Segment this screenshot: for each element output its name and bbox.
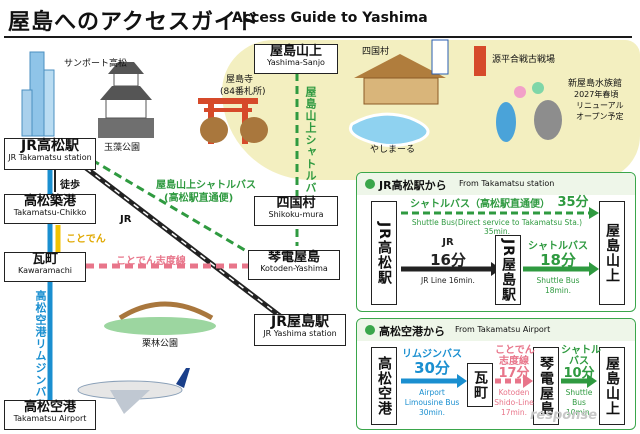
jr-label: JR bbox=[120, 214, 132, 225]
station-jr-yashima: JR屋島駅 JR Yashima station bbox=[254, 314, 346, 346]
panel2-start-station: 高松空港 bbox=[371, 347, 397, 425]
panel2-seg3-label-1: シャトル bbox=[561, 345, 601, 356]
panel-header: JR高松駅から From Takamatsu station bbox=[357, 173, 635, 195]
panel2-seg2-en-3: 17min. bbox=[500, 408, 528, 417]
aquarium-note-3: オープン予定 bbox=[576, 112, 624, 121]
aquarium-note-2: リニューアル bbox=[576, 101, 624, 110]
page-subtitle: Access Guide to Yashima bbox=[232, 10, 428, 26]
panel1-seg1-en: JR Line 16min. bbox=[421, 276, 475, 285]
panel1-mid-station: JR屋島駅 bbox=[495, 235, 521, 305]
ritsurin-label: 栗林公園 bbox=[142, 339, 179, 349]
panel1-seg2-label: シャトルバス bbox=[528, 241, 588, 252]
panel2-seg3-en-2: Bus bbox=[572, 398, 586, 407]
station-jr-takamatsu: JR高松駅 JR Takamatsu station bbox=[4, 138, 96, 170]
panel2-seg2-time: 17分 bbox=[498, 366, 530, 381]
panel1-direct-en: Shuttle Bus(Direct service to Takamatsu … bbox=[411, 218, 583, 236]
aquarium-note-1: 2027年春頃 bbox=[574, 90, 619, 99]
airplane-illustration bbox=[77, 368, 190, 414]
route-panel-from-takamatsu-station: JR高松駅から From Takamatsu station JR高松駅 JR屋… bbox=[356, 172, 636, 312]
station-kawaramachi: 瓦町 Kawaramachi bbox=[4, 252, 86, 282]
panel2-seg2-label-1: ことでん bbox=[495, 345, 535, 356]
station-takamatsu-chikko: 高松築港 Takamatsu-Chikko bbox=[4, 194, 96, 224]
station-kotoden-yashima: 琴電屋島 Kotoden-Yashima bbox=[248, 250, 340, 280]
panel2-end-station: 屋島山上 bbox=[599, 347, 625, 425]
yashimaji-label: 屋島寺 bbox=[226, 75, 254, 85]
title-divider bbox=[4, 36, 632, 38]
ritsurin-bridge-illustration bbox=[104, 301, 216, 335]
panel-header: 高松空港から From Takamatsu Airport bbox=[357, 319, 635, 341]
panel1-seg2-en-1: Shuttle Bus bbox=[536, 276, 580, 285]
panel2-seg1-label: リムジンバス bbox=[402, 349, 462, 360]
genpei-flag-illustration bbox=[431, 39, 486, 76]
page-title: 屋島へのアクセスガイド bbox=[8, 10, 260, 35]
panel2-seg1-en-3: 30min. bbox=[418, 408, 446, 417]
panel2-seg2-label-2: 志度線 bbox=[499, 356, 529, 367]
panel2-mid1-station: 瓦町 bbox=[467, 363, 493, 407]
aquarium-label: 新屋島水族館 bbox=[568, 79, 623, 89]
genpei-label: 源平合戦古戦場 bbox=[492, 55, 556, 65]
panel2-seg3-en-1: Shuttle bbox=[565, 388, 593, 397]
panel1-direct-time: 35分 bbox=[557, 195, 589, 210]
yashimaru-walkway bbox=[349, 112, 430, 147]
panel2-seg2-en-2: Shido-Line bbox=[494, 398, 534, 407]
panel2-seg3-label-2: バス bbox=[569, 356, 589, 367]
panel1-start-station: JR高松駅 bbox=[371, 201, 397, 305]
tanuki-illustration bbox=[200, 117, 268, 143]
panel2-mid2-station: 琴電屋島 bbox=[533, 347, 559, 425]
panel1-seg1-time: 16分 bbox=[430, 251, 466, 269]
panel1-seg2-en-2: 18min. bbox=[544, 286, 572, 295]
station-takamatsu-airport: 高松空港 Takamatsu Airport bbox=[4, 400, 96, 430]
shuttle-direct-line bbox=[91, 158, 249, 254]
shikokumura-landmark-label: 四国村 bbox=[362, 47, 390, 57]
limousine-vertical-label: 高松空港リムジンバス bbox=[34, 290, 47, 410]
tamamo-label: 玉藻公園 bbox=[104, 143, 141, 153]
station-yashima-sanjo: 屋島山上 Yashima-Sanjo bbox=[254, 44, 338, 74]
yashimaji-note: (84番札所) bbox=[220, 87, 266, 97]
bullet-icon bbox=[365, 179, 375, 189]
bullet-icon bbox=[365, 325, 375, 335]
shido-line-label: ことでん志度線 bbox=[116, 256, 186, 267]
watermark: response bbox=[530, 408, 598, 423]
sunport-label: サンポート高松 bbox=[64, 59, 128, 69]
station-shikoku-mura: 四国村 Shikoku-mura bbox=[254, 196, 338, 226]
shuttle-label: 屋島山上シャトルバス bbox=[156, 180, 256, 191]
panel1-seg1-label: JR bbox=[442, 237, 454, 248]
walk-label: 徒歩 bbox=[60, 180, 80, 191]
panel1-seg2-time: 18分 bbox=[540, 251, 576, 269]
panel2-seg3-time: 10分 bbox=[563, 366, 595, 381]
yashimaru-label: やしまーる bbox=[370, 145, 416, 155]
panel1-arrows bbox=[401, 207, 599, 276]
panel2-seg3-en-3: 10min. bbox=[565, 408, 593, 417]
panel2-arrows bbox=[401, 374, 597, 388]
shikokumura-house-illustration bbox=[354, 54, 446, 105]
panel2-seg1-en-2: Limousine Bus bbox=[404, 398, 460, 407]
shuttle-vertical-label: 屋島山上シャトルバス bbox=[304, 86, 317, 206]
panel2-seg1-time: 30分 bbox=[414, 359, 450, 377]
panel2-seg1-en-1: Airport bbox=[419, 388, 445, 397]
panel1-direct-label: シャトルバス（高松駅直通便） bbox=[410, 199, 550, 210]
kotoden-label: ことでん bbox=[66, 234, 106, 245]
panel1-end-station: 屋島山上 bbox=[599, 201, 625, 305]
aquarium-animals-illustration bbox=[496, 82, 562, 142]
shuttle-note: (高松駅直通便) bbox=[164, 193, 234, 204]
sunport-tower-illustration bbox=[21, 51, 55, 137]
tamamo-castle-illustration bbox=[98, 62, 154, 138]
route-panel-from-takamatsu-airport: 高松空港から From Takamatsu Airport 高松空港 瓦町 琴電… bbox=[356, 318, 636, 430]
panel2-seg2-en-1: Kotoden bbox=[498, 388, 530, 397]
